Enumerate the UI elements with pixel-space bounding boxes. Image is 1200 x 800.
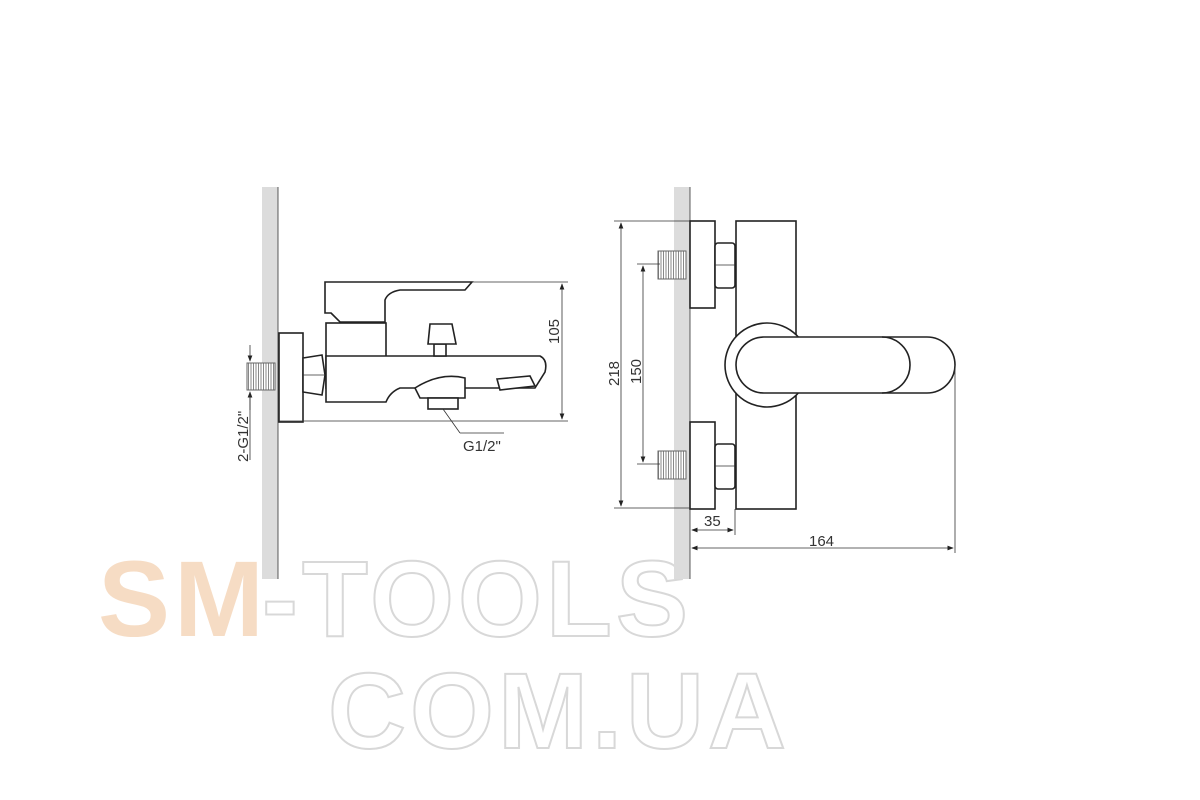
front-view: 218 150 35 164 <box>606 187 956 579</box>
dim-overall-depth: 164 <box>809 533 834 550</box>
side-view: 105 G1/2" 2-G1/2" <box>235 187 568 579</box>
dim-outlet-thread: G1/2" <box>463 438 501 455</box>
inlet-thread <box>246 362 276 391</box>
inlet-thread-top <box>657 250 687 280</box>
flange-top <box>689 220 716 309</box>
outlet <box>427 397 459 410</box>
dim-wall-to-body: 35 <box>704 513 721 530</box>
diverter-knob <box>427 323 457 345</box>
lever-handle <box>735 336 956 394</box>
nut-bottom <box>714 443 736 490</box>
watermark-sm: SM <box>98 538 268 659</box>
diverter-tip <box>495 375 537 391</box>
dim-inlet-thread: 2-G1/2" <box>235 411 252 462</box>
watermark: SM -TOOLS COM.UA <box>98 537 790 772</box>
nut-top <box>714 242 736 289</box>
inlet-thread-bottom <box>657 450 687 480</box>
flange-bottom <box>689 421 716 510</box>
wall-flange <box>278 332 304 423</box>
dim-inlet-spacing: 150 <box>628 359 645 384</box>
wall <box>674 187 690 579</box>
watermark-tools: -TOOLS <box>262 538 692 659</box>
dim-overall-height: 218 <box>606 361 623 386</box>
watermark-domain: COM.UA <box>328 650 790 771</box>
lever-handle <box>324 281 474 323</box>
dim-height: 105 <box>546 319 563 344</box>
